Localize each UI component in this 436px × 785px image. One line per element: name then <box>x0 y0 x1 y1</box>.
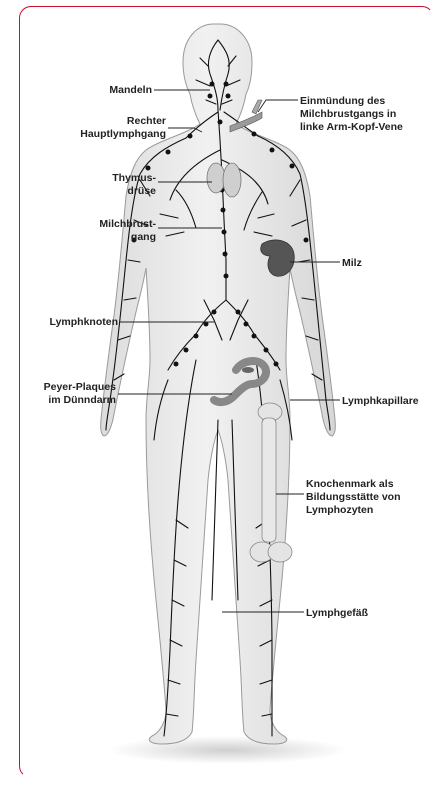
label-lymphgefaess: Lymphgefäß <box>306 607 369 619</box>
subclavian-vein-upper <box>252 100 262 114</box>
label-einmuendung-2: Milchbrustgangs in <box>300 108 396 120</box>
label-milchbrustgang-2: gang <box>131 231 156 243</box>
label-einmuendung-1: Einmündung des <box>300 95 385 107</box>
label-peyer-plaques-2: im Dünndarm <box>48 394 116 406</box>
label-rechter-hauptlymphgang-2: Hauptlymphgang <box>80 128 166 140</box>
label-einmuendung-3: linke Arm-Kopf-Vene <box>300 121 403 133</box>
label-mandeln: Mandeln <box>109 84 152 96</box>
label-thymusdruese-1: Thymus- <box>112 172 156 184</box>
label-milz: Milz <box>342 257 362 269</box>
label-knochenmark-3: Lymphozyten <box>306 504 373 516</box>
label-rechter-hauptlymphgang-1: Rechter <box>127 115 166 127</box>
floor-shadow <box>108 736 348 764</box>
label-lymphkapillare: Lymphkapillare <box>342 395 419 407</box>
label-peyer-plaques-1: Peyer-Plaques <box>44 381 117 393</box>
label-knochenmark-2: Bildungsstätte von <box>306 491 401 503</box>
label-milchbrustgang-1: Milchbrust- <box>99 218 156 230</box>
label-knochenmark-1: Knochenmark als <box>306 478 394 490</box>
label-lymphknoten: Lymphknoten <box>50 316 118 328</box>
label-thymusdruese-2: drüse <box>127 185 156 197</box>
